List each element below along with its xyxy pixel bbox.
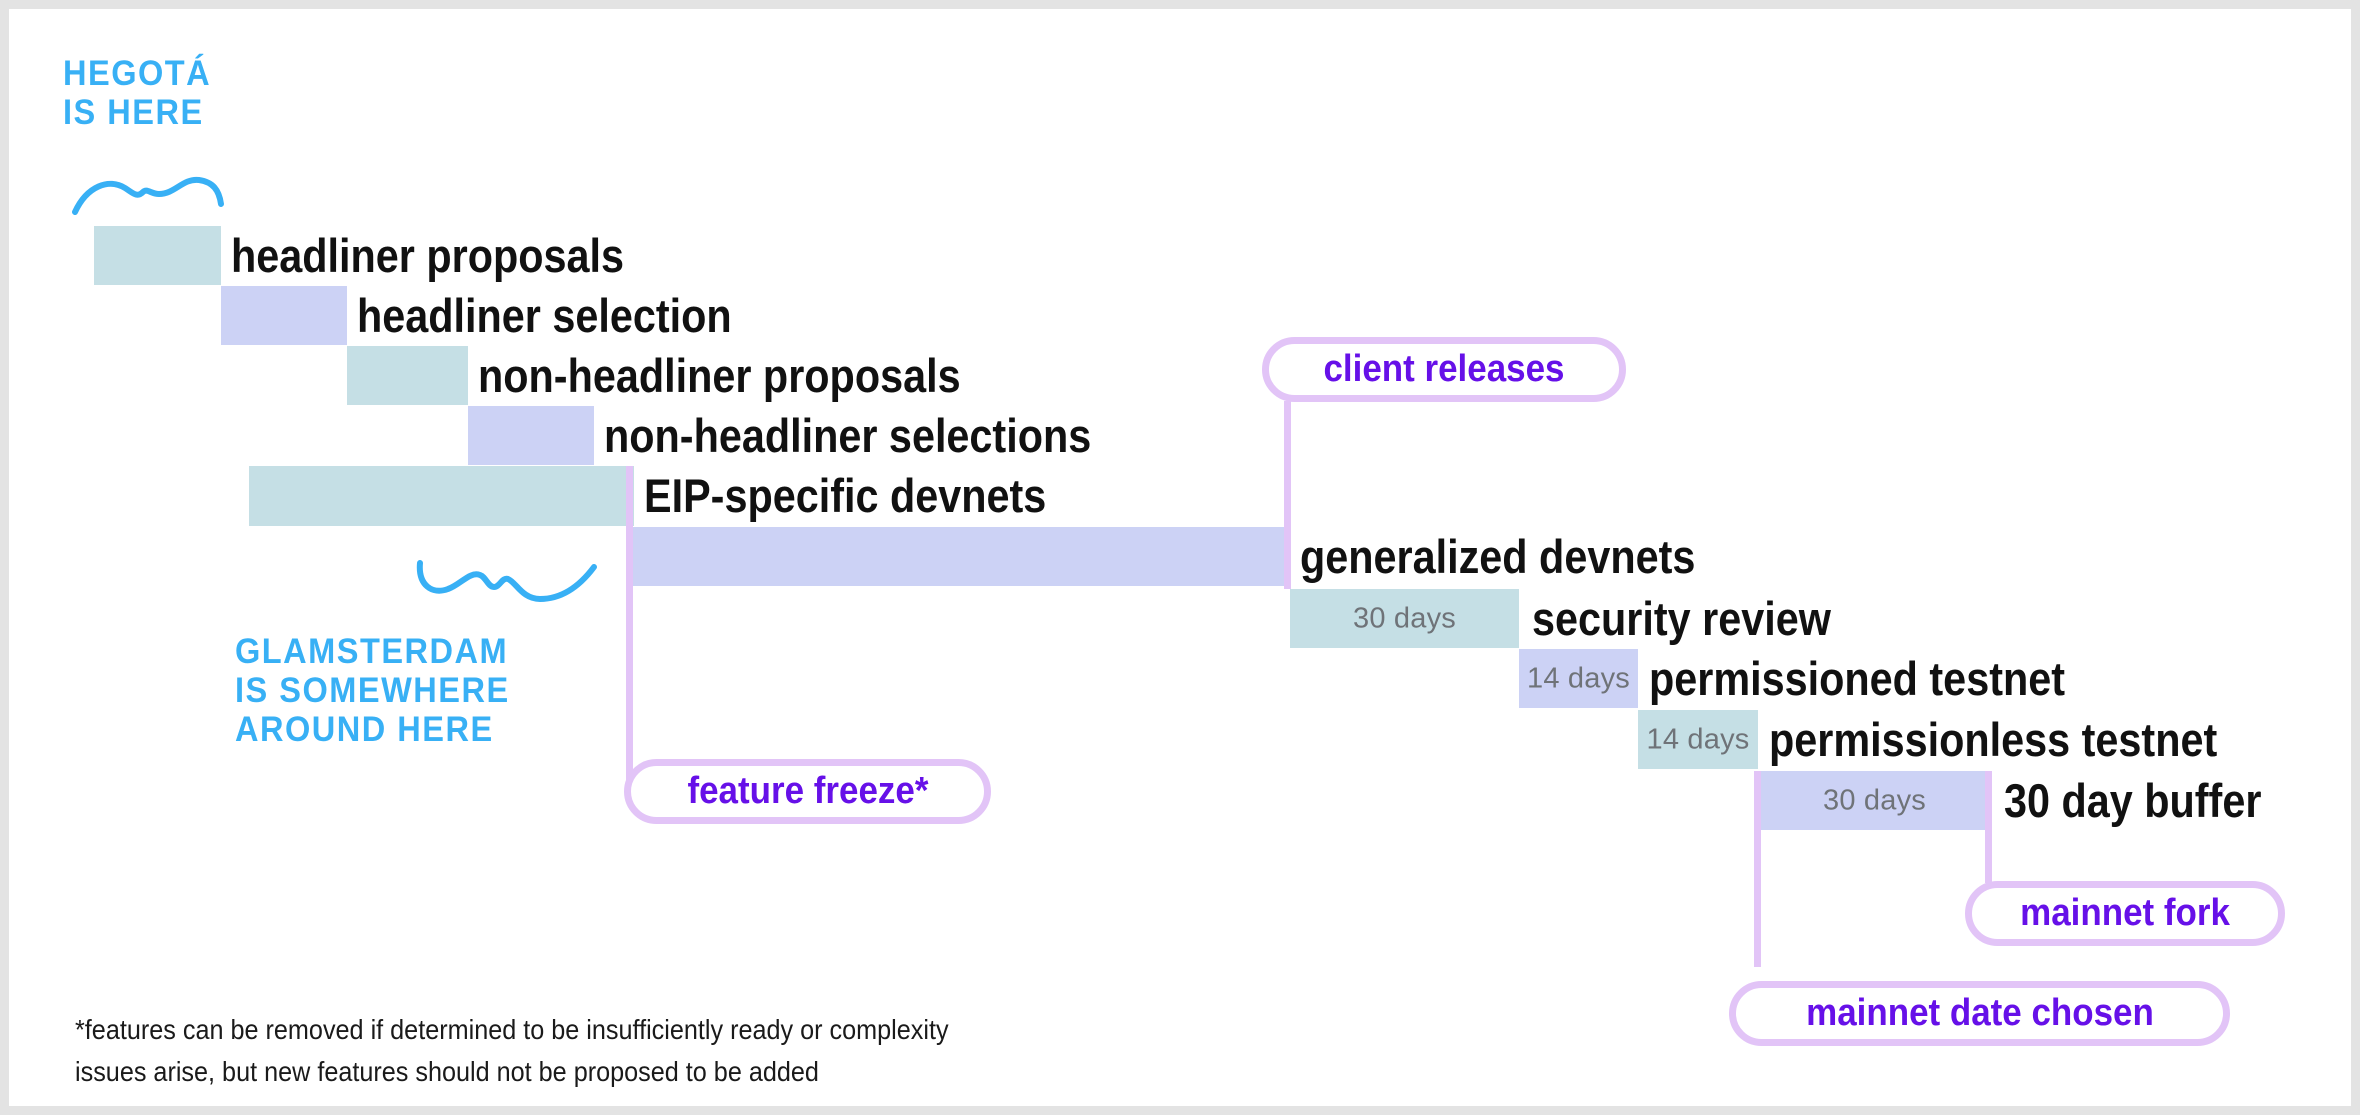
footnote: *features can be removed if determined t… — [75, 1009, 949, 1093]
bar-duration-security-review: 30 days — [1353, 602, 1456, 634]
callout-feature-freeze[interactable]: feature freeze* — [624, 759, 991, 824]
bar-duration-30-day-buffer: 30 days — [1823, 784, 1926, 816]
squiggle-arrow-icon — [72, 176, 224, 215]
bar-generalized-devnets — [631, 527, 1290, 586]
footnote-line1: *features can be removed if determined t… — [75, 1014, 949, 1045]
annotation-hegota-line1: HEGOTÁ — [63, 54, 212, 93]
bar-security-review: 30 days — [1290, 589, 1519, 648]
squiggle-arrow-2-icon — [416, 560, 597, 603]
bar-permissionless-testnet: 14 days — [1638, 710, 1758, 769]
bar-headliner-selection — [221, 286, 347, 345]
annotation-glamsterdam: GLAMSTERDAM IS SOMEWHERE AROUND HERE — [235, 632, 510, 750]
connector-client-releases-lower — [1284, 527, 1291, 589]
callout-mainnet-fork[interactable]: mainnet fork — [1965, 881, 2285, 946]
connector-mainnet-date-chosen — [1754, 771, 1761, 967]
annotation-hegota: HEGOTÁ IS HERE — [63, 54, 211, 132]
callout-mainnet-date-chosen[interactable]: mainnet date chosen — [1729, 981, 2230, 1046]
row-title-security-review: security review — [1532, 592, 1831, 645]
row-title-headliner-selection: headliner selection — [357, 289, 732, 342]
row-title-non-headliner-proposals: non-headliner proposals — [478, 349, 961, 402]
bar-duration-permissioned-testnet: 14 days — [1527, 662, 1630, 694]
bar-non-headliner-proposals — [347, 346, 468, 405]
annotation-glamsterdam-line1: GLAMSTERDAM — [235, 632, 509, 671]
annotation-glamsterdam-line2: IS SOMEWHERE — [235, 671, 510, 711]
annotation-hegota-line2: IS HERE — [63, 93, 204, 133]
bar-non-headliner-selections — [468, 406, 594, 465]
connector-feature-freeze — [626, 466, 633, 789]
callout-client-releases-label: client releases — [1323, 348, 1565, 390]
row-title-non-headliner-selections: non-headliner selections — [604, 409, 1092, 462]
bar-eip-specific-devnets — [249, 466, 634, 526]
callout-feature-freeze-label: feature freeze* — [687, 770, 928, 812]
connector-client-releases — [1284, 401, 1291, 529]
callout-mainnet-fork-label: mainnet fork — [2020, 892, 2230, 934]
callout-mainnet-date-chosen-label: mainnet date chosen — [1805, 992, 2154, 1034]
row-title-permissioned-testnet: permissioned testnet — [1649, 652, 2066, 705]
row-title-30-day-buffer: 30 day buffer — [2004, 774, 2262, 827]
callout-client-releases[interactable]: client releases — [1262, 337, 1626, 402]
footnote-line2: issues arise, but new features should no… — [75, 1056, 819, 1087]
row-title-eip-specific-devnets: EIP-specific devnets — [644, 469, 1047, 522]
bar-permissioned-testnet: 14 days — [1519, 649, 1638, 708]
bar-headliner-proposals — [94, 226, 221, 285]
connector-mainnet-fork — [1985, 771, 1992, 883]
timeline-canvas: HEGOTÁ IS HERE headliner proposals headl… — [9, 9, 2351, 1106]
annotation-glamsterdam-line3: AROUND HERE — [235, 710, 494, 750]
bar-duration-permissionless-testnet: 14 days — [1646, 723, 1750, 755]
row-title-permissionless-testnet: permissionless testnet — [1769, 713, 2218, 766]
bar-30-day-buffer: 30 days — [1758, 771, 1991, 830]
row-title-generalized-devnets: generalized devnets — [1300, 530, 1696, 583]
row-title-headliner-proposals: headliner proposals — [231, 229, 625, 282]
